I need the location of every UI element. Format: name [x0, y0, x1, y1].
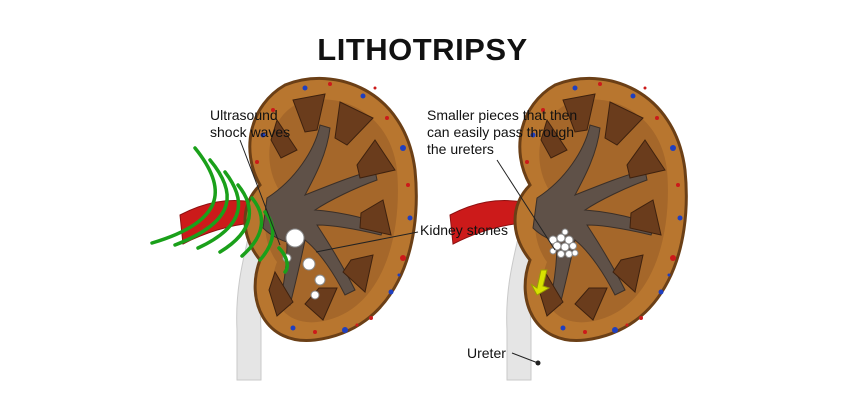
label-ultrasound-shock-waves: Ultrasound shock waves [210, 107, 291, 140]
shock-wave-icon [150, 146, 275, 262]
label-smaller-pieces: Smaller pieces that then can easily pass… [427, 107, 578, 157]
kidney-stone-icon [548, 228, 579, 258]
diagram-title: LITHOTRIPSY [317, 32, 528, 67]
label-kidney-stones: Kidney stones [420, 222, 508, 238]
kidney-before [178, 76, 418, 382]
kidney-after [448, 76, 688, 382]
leader-lines [239, 139, 556, 364]
flow-arrow-icon [530, 269, 551, 296]
kidney-stone-icon [282, 228, 326, 300]
label-ureter: Ureter [467, 345, 506, 361]
